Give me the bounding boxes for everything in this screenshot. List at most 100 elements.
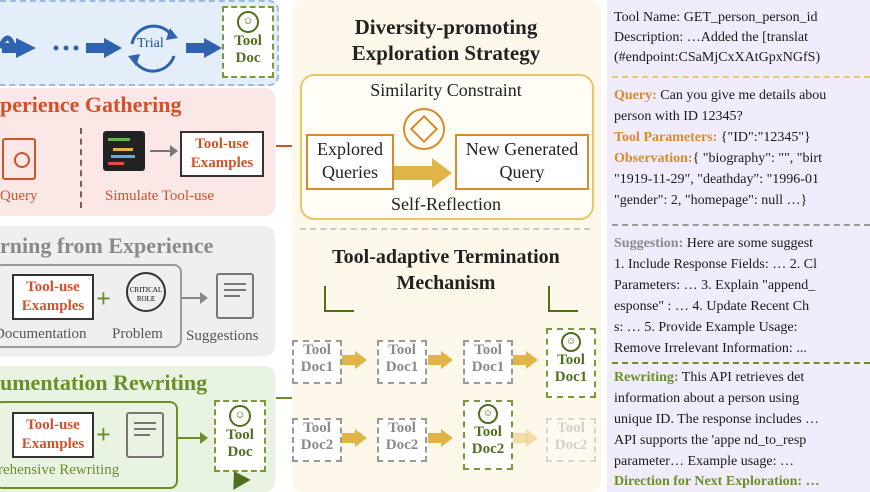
big-arrow-head (432, 158, 452, 188)
query-label: Query: (614, 88, 657, 103)
arrow-head (200, 432, 208, 444)
learning-inner-box (0, 264, 182, 348)
chart-left-icon (324, 286, 354, 312)
suggestion-line-6: Remove Irrelevant Information: ... (614, 341, 807, 356)
suggestion-label: Suggestion: (614, 236, 684, 251)
problem-label: Problem (112, 326, 163, 342)
tool-name-text: Tool Name: GET_person_person_id (614, 10, 818, 25)
rewriting-text: This API retrieves det (678, 370, 805, 385)
tool-doc-label: Tool Doc1 (554, 352, 588, 385)
arrow-right-icon (150, 150, 172, 152)
suggestions-icon (216, 273, 254, 319)
doc-row1-item4: ☺ Tool Doc1 (546, 328, 596, 398)
observation-line-2: "1919-11-29", "deathday": "1996-01 (614, 172, 819, 187)
arrow-right-icon (176, 437, 202, 439)
arrow-shaft (342, 433, 356, 443)
observation-label: Observation: (614, 151, 693, 166)
tool-params-label: Tool Parameters: (614, 130, 718, 145)
arrow-head (355, 429, 367, 447)
suggestion-text: Here are some suggest (683, 236, 814, 251)
new-generated-query-label: New Generated Query (465, 139, 579, 182)
tool-doc-top: ☺ Tool Doc (222, 6, 274, 78)
trial-loop-graphic (0, 24, 222, 73)
tool-doc-label: Tool Doc2 (471, 424, 505, 457)
example-panel (607, 0, 870, 492)
doc-row2-item4: Tool Doc2 (546, 418, 596, 462)
suggestion-line-2: 1. Include Response Fields: … 2. Cl (614, 257, 817, 272)
arrow-right-icon (16, 38, 36, 58)
rewriting-line: Rewriting: This API retrieves det (614, 368, 804, 387)
magnifier-icon (14, 152, 30, 168)
tool-use-examples-box-1: Tool-use Examples (180, 131, 264, 177)
tool-use-examples-box-3: Tool-use Examples (12, 412, 94, 458)
arrow-head (355, 351, 367, 369)
arrow-right-icon (182, 297, 202, 299)
tool-doc-rewritten: ☺ Tool Doc (214, 400, 266, 472)
tool-use-examples-label: Tool-use Examples (190, 136, 254, 171)
code-terminal-icon (103, 131, 145, 171)
suggestions-icon (126, 412, 164, 458)
smile-icon: ☺ (478, 404, 498, 424)
arrow-shaft (513, 355, 527, 365)
connector-arrow-2 (276, 397, 296, 399)
middle-divider (300, 228, 590, 230)
explored-queries-box: Explored Queries (306, 134, 394, 190)
new-generated-query-box: New Generated Query (455, 134, 589, 190)
tool-doc-label: Tool Doc (234, 33, 262, 66)
rewriting-line-2: information about a person using (614, 391, 800, 406)
rewriting-label: Rewriting: (614, 370, 679, 385)
query-label: Query (0, 188, 38, 204)
query-text: Can you give me details abou (656, 88, 827, 103)
suggestion-line: Suggestion: Here are some suggest (614, 234, 813, 253)
divider-dashed (80, 128, 82, 208)
rewriting-inner-box (0, 401, 178, 489)
experience-gathering-title: perience Gathering (0, 92, 182, 117)
suggestions-label: Suggestions (186, 328, 259, 344)
endpoint-text: (#endpoint:CSaMjCxXAtGpxNGfS) (614, 50, 821, 65)
tool-use-examples-label: Tool-use Examples (21, 279, 85, 314)
suggestion-line-4: esponse" : … 4. Update Recent Ch (614, 299, 810, 314)
divider (612, 76, 870, 78)
suggestion-line-3: Parameters: … 3. Explain "append_ (614, 278, 816, 293)
doc-row2-item2: Tool Doc2 (377, 418, 427, 462)
direction-label: Direction for Next Exploration: … (614, 474, 820, 489)
rewriting-line-3: unique ID. The response includes … (614, 412, 820, 427)
learning-title: rning from Experience (0, 233, 214, 258)
arrow-head (526, 351, 538, 369)
search-document-icon (2, 138, 36, 180)
arrow-shaft (513, 433, 527, 443)
description-text: Description: …Added the [translat (614, 30, 809, 45)
rewriting-line-5: parameter… Example usage: … (614, 454, 794, 469)
big-arrow-shaft (394, 166, 434, 180)
query-line-2: person with ID 12345? (614, 109, 743, 124)
plus-icon: + (96, 420, 111, 449)
cube-icon (403, 108, 445, 150)
chart-right-icon (548, 286, 578, 312)
connector-arrow-1 (276, 145, 296, 147)
doc-row2-item3: ☺ Tool Doc2 (463, 400, 513, 470)
tool-use-examples-label: Tool-use Examples (21, 417, 85, 452)
self-reflection-label: Self-Reflection (391, 194, 501, 214)
smile-icon: ☺ (229, 405, 251, 427)
trial-label: Trial (137, 36, 164, 51)
divider (612, 224, 870, 226)
tool-use-examples-box-2: Tool-use Examples (12, 274, 94, 320)
simulate-tool-use-label: Simulate Tool-use (105, 188, 215, 204)
rewriting-title: umentation Rewriting (0, 370, 208, 395)
doc-row1-item1: Tool Doc1 (292, 340, 342, 384)
explored-queries-label: Explored Queries (317, 139, 383, 182)
arrow-shaft (428, 433, 442, 443)
tool-doc-label: Tool Doc (226, 427, 254, 460)
arrow-head (526, 429, 538, 447)
smile-icon: ☺ (561, 332, 581, 352)
query-line: Query: Can you give me details abou (614, 86, 826, 105)
arrow-head (170, 145, 178, 157)
doc-row2-item1: Tool Doc2 (292, 418, 342, 462)
arrow-head (200, 292, 208, 304)
tool-params-line: Tool Parameters: {"ID":"12345"} (614, 128, 811, 147)
rewriting-line-4: API supports the 'appe nd_to_resp (614, 433, 807, 448)
critical-role-icon: CRITICAL ROLE (126, 272, 166, 312)
observation-line-3: "gender": 2, "homepage": null …} (614, 193, 808, 208)
plus-icon: + (96, 284, 111, 313)
diversity-title: Diversity-promoting Exploration Strategy (351, 15, 541, 65)
